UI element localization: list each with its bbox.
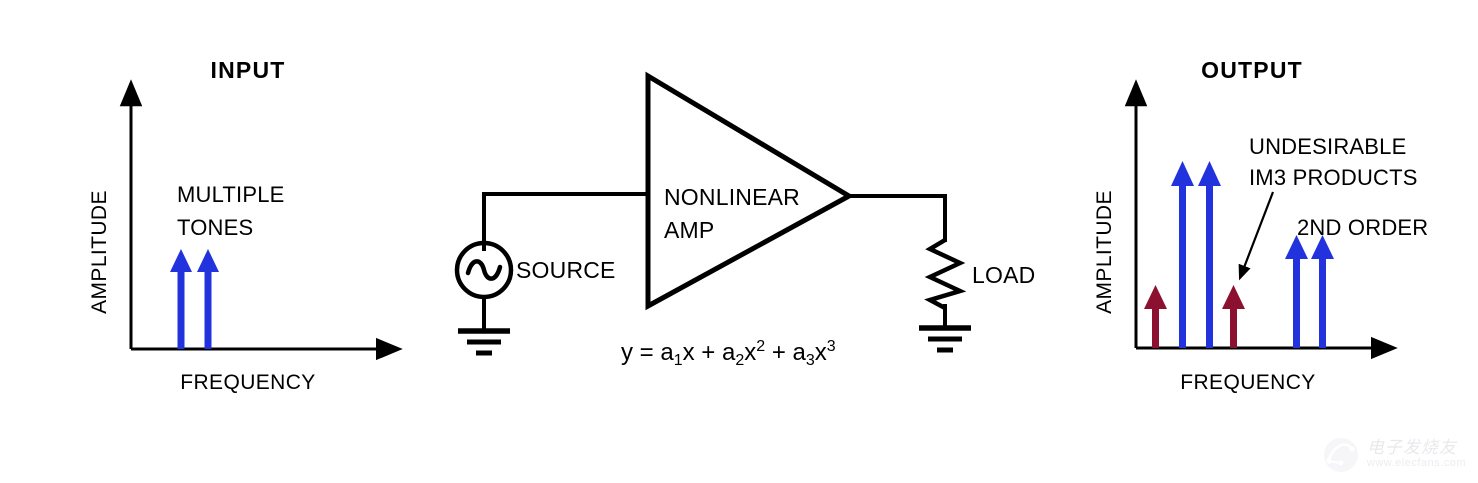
output-im3-annotation-line1: UNDESIRABLE bbox=[1249, 134, 1406, 159]
eq-lhs: y bbox=[621, 339, 633, 366]
wire-amp-to-load bbox=[847, 194, 947, 242]
output-im3-annotation-line2: IM3 PRODUCTS bbox=[1249, 165, 1418, 190]
input-tone-arrow-1 bbox=[170, 249, 192, 349]
eq-term3-var: x bbox=[815, 339, 827, 366]
svg-text:y = a1x + a2x2 + a3x3: y = a1x + a2x2 + a3x3 bbox=[621, 338, 836, 369]
input-y-axis-label: AMPLITUDE bbox=[88, 190, 111, 314]
resistor-icon bbox=[924, 238, 967, 310]
output-im3-arrow-right bbox=[1222, 285, 1245, 348]
output-second-order-arrow-2 bbox=[1311, 235, 1334, 348]
input-panel: INPUT AMPLITUDE FREQUENCY MULTIPLE TONES bbox=[88, 57, 403, 394]
output-tone-arrow-2 bbox=[1198, 161, 1221, 348]
output-y-axis-label: AMPLITUDE bbox=[1093, 190, 1116, 314]
eq-equals: = bbox=[640, 339, 654, 366]
eq-plus-1: + bbox=[701, 339, 715, 366]
eq-term1-coef: a bbox=[660, 339, 674, 366]
input-annotation-line2: TONES bbox=[177, 215, 253, 240]
eq-term3-sub: 3 bbox=[806, 352, 815, 369]
input-panel-title: INPUT bbox=[211, 57, 286, 83]
output-second-order-arrow-1 bbox=[1285, 235, 1308, 348]
eq-plus-2: + bbox=[772, 339, 786, 366]
load-label: LOAD bbox=[972, 262, 1035, 288]
eq-term2-sub: 2 bbox=[735, 352, 744, 369]
output-second-order-annotation: 2ND ORDER bbox=[1297, 215, 1428, 240]
transfer-function-equation: y = a1x + a2x2 + a3x3 bbox=[621, 338, 836, 369]
source-label: SOURCE bbox=[516, 257, 616, 283]
eq-term1-var: x bbox=[683, 339, 695, 366]
output-tone-arrow-1 bbox=[1171, 161, 1194, 348]
amplifier-triangle bbox=[645, 71, 855, 311]
input-tone-arrow-2 bbox=[197, 249, 219, 349]
amp-label-line2: AMP bbox=[664, 217, 714, 243]
input-x-axis-label: FREQUENCY bbox=[180, 371, 315, 394]
output-im3-arrow-left bbox=[1144, 285, 1167, 348]
amp-label-line1: NONLINEAR bbox=[664, 184, 800, 210]
ground-symbol-load bbox=[919, 325, 971, 353]
ground-symbol-source bbox=[458, 328, 510, 356]
sine-wave-icon bbox=[465, 259, 503, 281]
input-annotation-line1: MULTIPLE bbox=[177, 182, 285, 207]
output-panel: OUTPUT AMPLITUDE FREQUENCY bbox=[1093, 57, 1428, 394]
eq-term2-var: x bbox=[744, 339, 756, 366]
circuit-diagram: SOURCE NONLINEAR AMP LOAD bbox=[454, 71, 1035, 369]
output-panel-title: OUTPUT bbox=[1201, 57, 1303, 83]
wire-source-to-amp bbox=[482, 192, 650, 251]
eq-term2-sup: 2 bbox=[756, 338, 765, 355]
eq-term3-sup: 3 bbox=[827, 338, 836, 355]
im3-leader-arrow-icon bbox=[1238, 191, 1275, 281]
eq-term3-coef: a bbox=[793, 339, 807, 366]
output-x-axis-label: FREQUENCY bbox=[1180, 371, 1315, 394]
eq-term2-coef: a bbox=[722, 339, 736, 366]
eq-term1-sub: 1 bbox=[674, 352, 683, 369]
